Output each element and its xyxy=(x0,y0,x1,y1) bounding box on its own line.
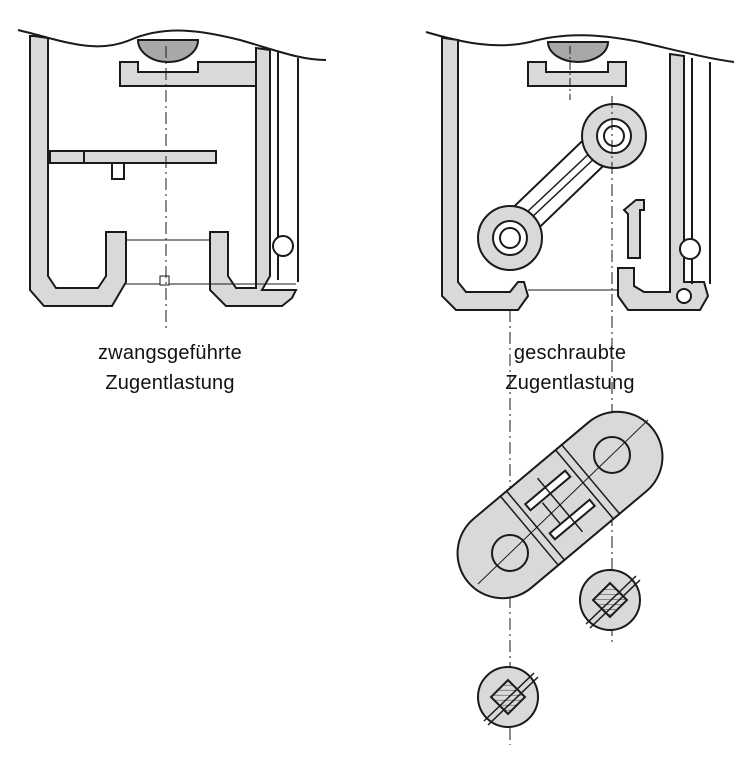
clamp-detail-drawing xyxy=(456,410,664,600)
right-break-line xyxy=(425,31,735,63)
caption-right-line2: Zugentlastung xyxy=(505,372,635,394)
left-top-bracket xyxy=(119,61,257,87)
caption-right: geschraubte Zugentlastung xyxy=(440,338,700,398)
caption-left: zwangsgeführte Zugentlastung xyxy=(40,338,300,398)
caption-left-line2: Zugentlastung xyxy=(105,372,235,394)
left-side-screw xyxy=(272,235,294,257)
right-side-screw-upper xyxy=(679,238,701,260)
caption-left-line1: zwangsgeführte xyxy=(97,342,242,364)
left-clamp-tab xyxy=(111,162,125,180)
screw-lower xyxy=(477,666,539,728)
left-break-line xyxy=(17,29,327,61)
right-side-screw-lower xyxy=(676,288,692,304)
right-hook-clip xyxy=(622,199,645,259)
right-cable-top xyxy=(546,41,610,63)
left-clamp-bar xyxy=(49,150,217,164)
left-housing-wall xyxy=(29,35,127,307)
right-housing-drawing xyxy=(425,31,735,745)
right-housing-right-wall xyxy=(617,52,710,311)
left-cable-top xyxy=(136,39,200,63)
right-top-bracket xyxy=(527,61,627,87)
screw-upper xyxy=(579,569,641,631)
right-housing-left-wall xyxy=(441,37,530,311)
left-housing-drawing xyxy=(17,29,327,330)
caption-right-line1: geschraubte xyxy=(513,342,627,364)
